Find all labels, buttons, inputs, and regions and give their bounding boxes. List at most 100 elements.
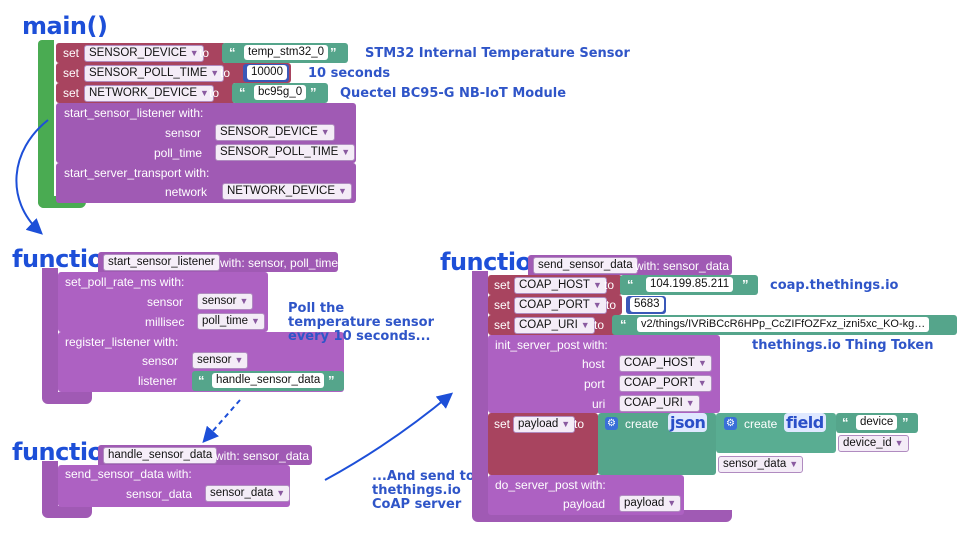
- arg-label: listener: [138, 374, 177, 388]
- sensor-device-var-dropdown[interactable]: SENSOR_DEVICE▼: [84, 45, 204, 62]
- coap-uri-value[interactable]: v2/things/IVRiBCcR6HPp_CcZIFfOZFxz_izni5…: [637, 317, 930, 332]
- sensor-data-param-dropdown[interactable]: sensor_data▼: [205, 485, 291, 502]
- network-device-value[interactable]: bc95g_0: [254, 85, 307, 100]
- network-device-dropdown[interactable]: NETWORK_DEVICE▼: [222, 183, 352, 200]
- arrow-main-to-fn1: [15, 119, 49, 235]
- call-label: start_server_transport with:: [64, 166, 210, 180]
- coap-host-dropdown[interactable]: COAP_HOST▼: [619, 355, 712, 372]
- open-quote-icon: “: [842, 415, 849, 430]
- function-params: with: sensor_data: [635, 259, 730, 273]
- gear-icon[interactable]: ⚙: [724, 417, 737, 430]
- payload-dropdown[interactable]: payload▼: [619, 495, 682, 512]
- set-keyword: set: [494, 298, 511, 312]
- arrow-fn1-to-fn2: [202, 399, 241, 444]
- arg-label: port: [584, 377, 605, 391]
- annotation-send: ...And send to thethings.io CoAP server: [372, 469, 475, 512]
- to-keyword: to: [199, 46, 210, 60]
- coap-port-value[interactable]: 5683: [630, 297, 664, 312]
- to-keyword: to: [209, 86, 220, 100]
- annotation-stm32: STM32 Internal Temperature Sensor: [365, 46, 630, 61]
- open-quote-icon: “: [239, 85, 246, 100]
- set-keyword: set: [63, 66, 80, 80]
- poll-time-var-dropdown[interactable]: SENSOR_POLL_TIME▼: [84, 65, 225, 82]
- json-label: json: [668, 413, 708, 432]
- function-body-end: [42, 392, 92, 404]
- poll-time-value[interactable]: 10000: [247, 65, 287, 80]
- arg-label: uri: [592, 397, 606, 411]
- function-params: with: sensor_data: [215, 449, 310, 463]
- function-name-field[interactable]: handle_sensor_data: [103, 447, 218, 464]
- to-keyword: to: [606, 298, 617, 312]
- annotation-10s: 10 seconds: [308, 66, 391, 81]
- annotation-coap-host: coap.thethings.io: [770, 278, 899, 293]
- function-body-end: [42, 506, 92, 518]
- call-label: send_sensor_data with:: [65, 467, 192, 481]
- close-quote-icon: ”: [328, 373, 335, 388]
- sensor-param-dropdown[interactable]: sensor▼: [197, 293, 254, 310]
- function-params: with: sensor, poll_time: [220, 256, 339, 270]
- listener-name-value[interactable]: handle_sensor_data: [212, 373, 325, 388]
- sensor-param-dropdown[interactable]: sensor▼: [192, 352, 249, 369]
- arg-label: network: [165, 185, 208, 199]
- set-keyword: set: [63, 46, 80, 60]
- create-label: create: [625, 417, 659, 431]
- function-name-field[interactable]: start_sensor_listener: [103, 254, 220, 271]
- annotation-token: thethings.io Thing Token: [752, 338, 934, 353]
- call-label: start_sensor_listener with:: [64, 106, 204, 120]
- field-label: field: [784, 413, 826, 432]
- coap-uri-var-dropdown[interactable]: COAP_URI▼: [514, 317, 595, 334]
- sensor-data-dropdown[interactable]: sensor_data▼: [718, 456, 804, 473]
- main-block[interactable]: [38, 40, 54, 208]
- poll-time-param-dropdown[interactable]: poll_time▼: [197, 313, 265, 330]
- sensor-poll-time-dropdown[interactable]: SENSOR_POLL_TIME▼: [215, 144, 356, 161]
- function-body-spine: [42, 461, 58, 513]
- arg-label: sensor: [165, 126, 202, 140]
- annotation-poll: Poll the temperature sensor every 10 sec…: [288, 301, 434, 344]
- annotation-bc95: Quectel BC95-G NB-IoT Module: [340, 86, 567, 101]
- main-title: main(): [22, 12, 108, 40]
- to-keyword: to: [574, 417, 585, 431]
- open-quote-icon: “: [620, 317, 627, 332]
- call-label: do_server_post with:: [495, 478, 606, 492]
- to-keyword: to: [594, 318, 605, 332]
- coap-host-var-dropdown[interactable]: COAP_HOST▼: [514, 277, 607, 294]
- set-keyword: set: [494, 417, 511, 431]
- coap-host-value[interactable]: 104.199.85.211: [646, 277, 734, 292]
- coap-port-var-dropdown[interactable]: COAP_PORT▼: [514, 297, 607, 314]
- coap-uri-dropdown[interactable]: COAP_URI▼: [619, 395, 700, 412]
- function-body-spine: [42, 268, 58, 398]
- create-label: create: [744, 417, 778, 431]
- network-device-var-dropdown[interactable]: NETWORK_DEVICE▼: [84, 85, 214, 102]
- device-string-value[interactable]: device: [856, 415, 898, 430]
- gear-icon[interactable]: ⚙: [605, 417, 618, 430]
- call-label: init_server_post with:: [495, 338, 608, 352]
- device-id-dropdown[interactable]: device_id▼: [838, 435, 909, 452]
- call-label: register_listener with:: [65, 335, 179, 349]
- to-keyword: to: [220, 66, 231, 80]
- arg-label: payload: [563, 497, 606, 511]
- open-quote-icon: “: [229, 45, 236, 60]
- coap-port-dropdown[interactable]: COAP_PORT▼: [619, 375, 712, 392]
- set-keyword: set: [494, 278, 511, 292]
- arg-label: sensor_data: [126, 487, 193, 501]
- close-quote-icon: ”: [310, 85, 317, 100]
- open-quote-icon: “: [627, 277, 634, 292]
- arg-label: host: [582, 357, 605, 371]
- arg-label: sensor: [147, 295, 184, 309]
- close-quote-icon: ”: [902, 415, 909, 430]
- sensor-device-value[interactable]: temp_stm32_0: [244, 45, 329, 60]
- payload-var-dropdown[interactable]: payload▼: [513, 416, 576, 433]
- close-quote-icon: ”: [742, 277, 749, 292]
- sensor-device-dropdown[interactable]: SENSOR_DEVICE▼: [215, 124, 335, 141]
- arg-label: sensor: [142, 354, 179, 368]
- arg-label: poll_time: [154, 146, 203, 160]
- arg-label: millisec: [145, 315, 185, 329]
- function-name-field[interactable]: send_sensor_data: [533, 257, 638, 274]
- open-quote-icon: “: [198, 373, 205, 388]
- to-keyword: to: [604, 278, 615, 292]
- arrow-fn2-to-fn3: [324, 392, 454, 481]
- call-label: set_poll_rate_ms with:: [65, 275, 185, 289]
- set-keyword: set: [63, 86, 80, 100]
- close-quote-icon: ”: [330, 45, 337, 60]
